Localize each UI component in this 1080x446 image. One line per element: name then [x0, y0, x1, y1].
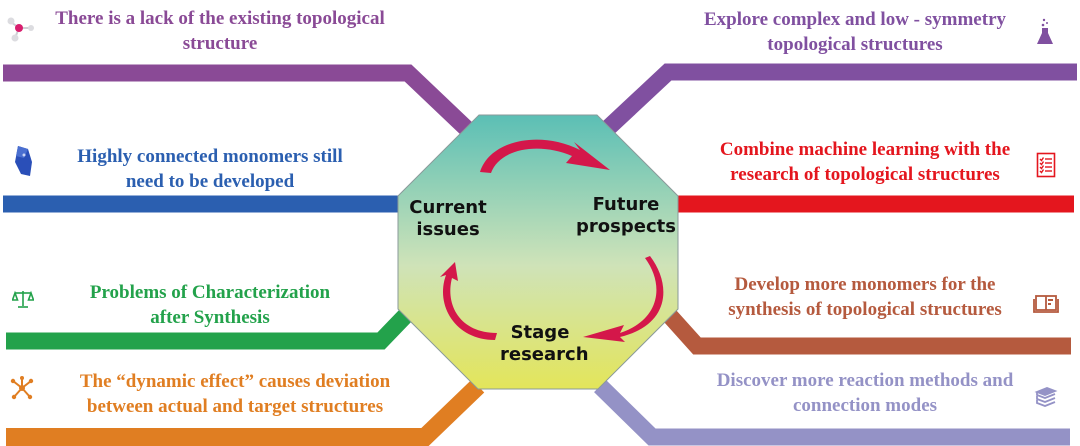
branch-label-right-3-line1: Develop more monomers for the	[734, 274, 996, 295]
arrow-future-to-stage	[583, 256, 664, 342]
branch-label-left-4: The “dynamic effect” causes deviation be…	[45, 369, 425, 419]
branch-label-left-4-line1: The “dynamic effect” causes deviation	[79, 371, 391, 392]
branch-label-right-4: Discover more reaction methods and conne…	[700, 368, 1030, 418]
balance-scale-icon	[12, 290, 34, 308]
branch-label-right-1-line1: Explore complex and low - symmetry	[703, 9, 1007, 30]
cycle-arrows	[440, 139, 664, 342]
branch-label-left-1-line2: structure	[182, 33, 258, 54]
branch-label-right-4-line1: Discover more reaction methods and	[716, 370, 1014, 391]
branch-line-left-4	[6, 379, 485, 446]
open-book-icon	[1033, 295, 1059, 313]
arrow-current-to-future	[480, 139, 610, 173]
branch-label-left-1-line1: There is a lack of the existing topologi…	[55, 8, 385, 29]
branch-label-right-2-line1: Combine machine learning with the	[719, 139, 1011, 160]
branch-line-right-3	[663, 310, 1071, 355]
branch-label-left-3-line1: Problems of Characterization	[89, 282, 331, 303]
checklist-icon	[1036, 152, 1056, 178]
branch-line-left-1	[3, 64, 474, 137]
branch-label-right-2-line2: research of topological structures	[730, 164, 1000, 185]
center-label-future-prospects: Future prospects	[576, 194, 676, 237]
central-octagon	[397, 114, 679, 390]
flask-icon	[1037, 18, 1053, 44]
center-label-current-issues: Current issues	[409, 197, 487, 240]
branch-label-left-3: Problems of Characterization after Synth…	[60, 280, 360, 330]
branch-label-right-1-line2: topological structures	[767, 34, 943, 55]
branch-label-right-2: Combine machine learning with the resear…	[700, 137, 1030, 187]
branch-label-right-3: Develop more monomers for the synthesis …	[700, 272, 1030, 322]
branch-line-right-4	[594, 379, 1070, 446]
book-stack-icon	[1034, 387, 1058, 407]
branch-label-left-2-line2: need to be developed	[125, 171, 295, 192]
branch-label-left-2: Highly connected monomers still need to …	[60, 144, 360, 194]
center-label-stage-research: Stage research	[500, 322, 589, 365]
molecule-icon	[7, 17, 34, 42]
branch-label-left-4-line2: between actual and target structures	[86, 396, 384, 417]
network-node-icon	[10, 376, 34, 400]
branch-label-right-3-line2: synthesis of topological structures	[728, 299, 1002, 320]
branch-label-right-1: Explore complex and low - symmetry topol…	[690, 7, 1020, 57]
branch-label-left-3-line2: after Synthesis	[150, 307, 270, 328]
branch-label-left-2-line1: Highly connected monomers still	[77, 146, 343, 167]
branch-line-left-3	[6, 308, 414, 350]
arrow-stage-to-current	[440, 262, 497, 340]
branch-label-left-1: There is a lack of the existing topologi…	[40, 6, 400, 56]
branch-label-right-4-line2: connection modes	[792, 395, 938, 416]
branch-line-right-1	[600, 63, 1077, 137]
crystal-icon	[15, 146, 32, 176]
